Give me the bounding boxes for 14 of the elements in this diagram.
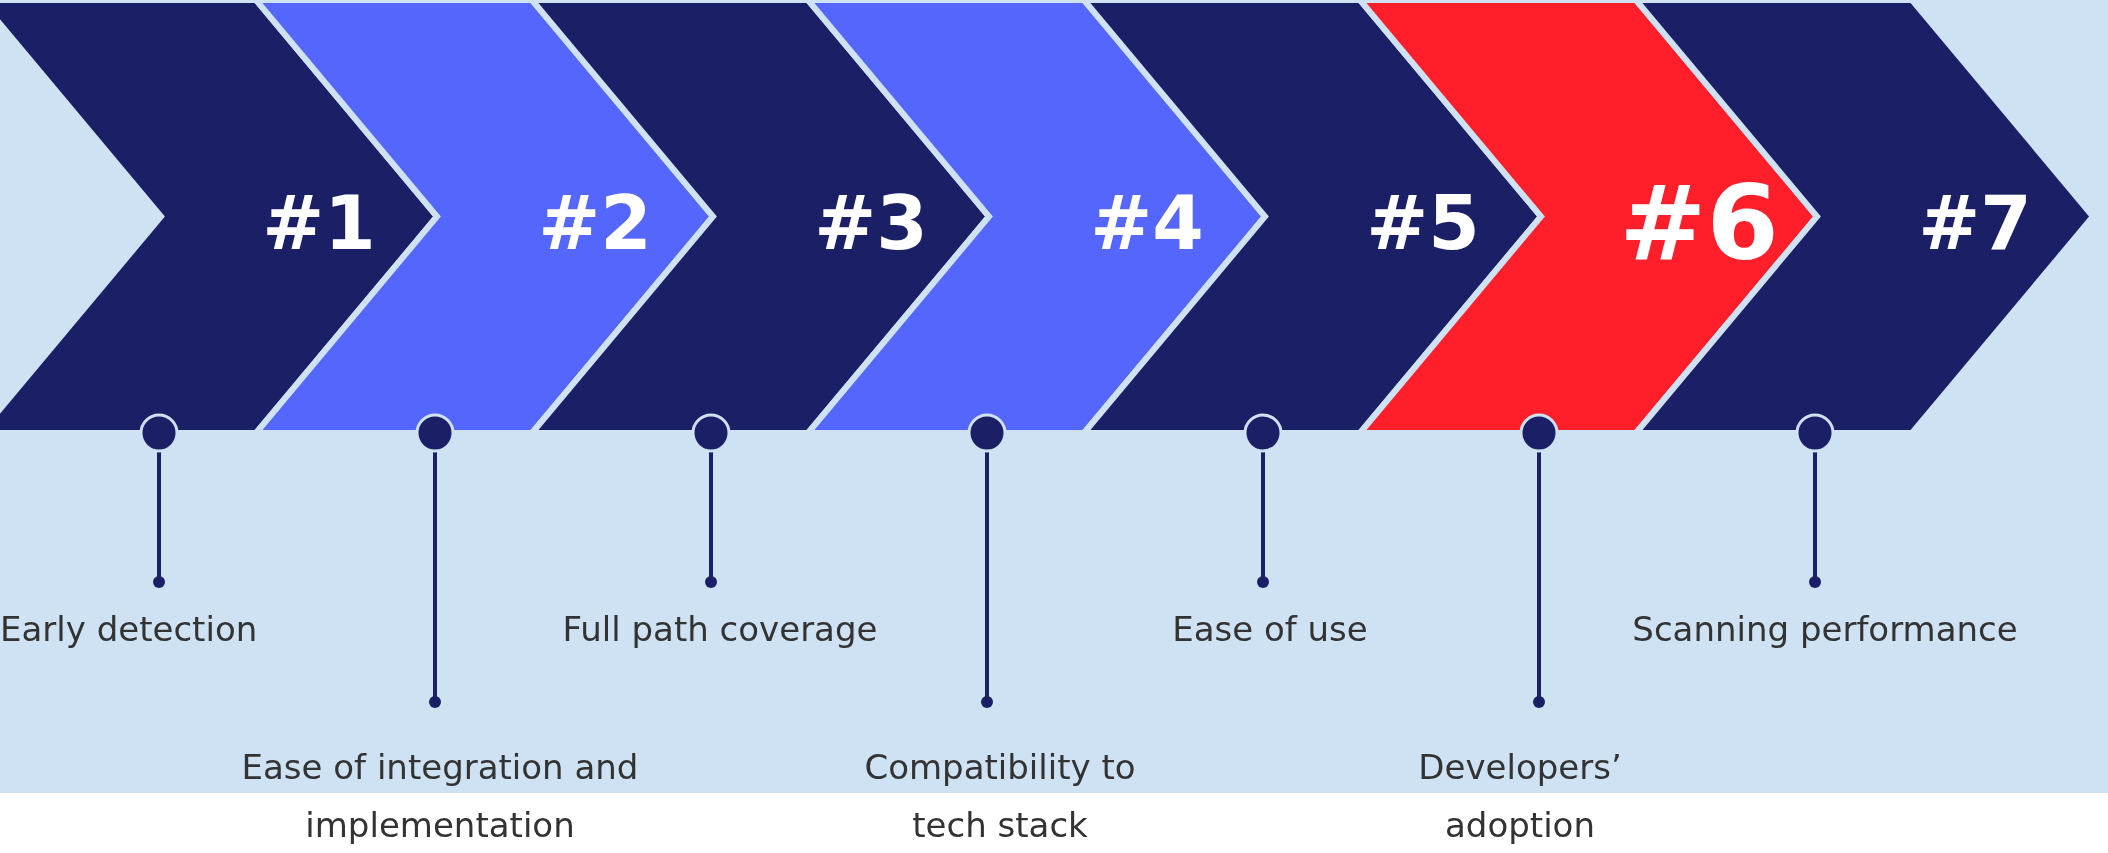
leader-line	[967, 413, 1007, 708]
leader-line	[1795, 413, 1835, 588]
step-label: Developers’ adoption	[1340, 738, 1700, 853]
step-label: Ease of use	[1150, 600, 1390, 658]
step-label: Scanning performance	[1590, 600, 2060, 658]
step-label: Full path coverage	[520, 600, 920, 658]
leader-line	[139, 413, 179, 588]
leader-line	[1243, 413, 1283, 588]
leader-line	[415, 413, 455, 708]
step-label: Early detection	[0, 600, 330, 658]
leader-line	[1519, 413, 1559, 708]
step-label: Compatibility to tech stack	[840, 738, 1160, 853]
step-label: Ease of integration and implementation	[200, 738, 680, 853]
leader-line	[691, 413, 731, 588]
